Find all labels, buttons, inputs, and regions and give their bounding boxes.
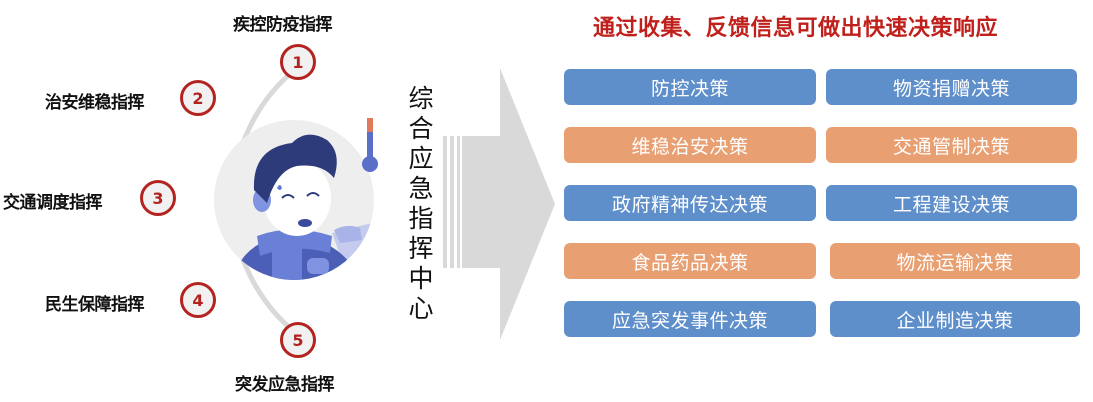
decision-title: 通过收集、反馈信息可做出快速决策响应 [593,16,999,41]
center-label-char: 指 [408,204,434,233]
command-label-1: 疾控防疫指挥 [233,15,333,35]
command-label-4: 民生保障指挥 [45,295,145,315]
decision-box-engineering-construction[interactable]: 工程建设决策 [826,185,1077,221]
decision-box-public-security[interactable]: 维稳治安决策 [564,127,816,163]
decision-box-epidemic-control[interactable]: 防控决策 [564,69,816,105]
command-number-4: 4 [180,282,216,318]
center-label-char: 中 [408,264,434,293]
command-number-2: 2 [180,80,216,116]
center-label-char: 综 [408,84,434,113]
center-label-char: 急 [408,174,434,203]
center-label-char: 合 [408,114,434,143]
command-number-5: 5 [280,322,316,358]
sick-person-illustration [212,118,377,283]
decision-box-government-directive[interactable]: 政府精神传达决策 [564,185,816,221]
command-number-3: 3 [140,180,176,216]
decision-box-enterprise-manufacturing[interactable]: 企业制造决策 [830,301,1080,337]
command-label-2: 治安维稳指挥 [45,93,145,113]
center-label-char: 心 [408,294,434,323]
center-label-char: 应 [408,144,434,173]
decision-box-food-drug[interactable]: 食品药品决策 [564,243,816,279]
command-center-label: 综 合 应 急 指 挥 中 心 [406,84,436,324]
decision-box-emergency-event[interactable]: 应急突发事件决策 [564,301,816,337]
right-arrow-icon [443,68,555,340]
thermometer-icon [361,118,379,174]
command-label-5: 突发应急指挥 [235,375,335,395]
decision-box-logistics[interactable]: 物流运输决策 [830,243,1080,279]
decision-box-material-donation[interactable]: 物资捐赠决策 [826,69,1077,105]
center-label-char: 挥 [408,234,434,263]
command-number-1: 1 [280,44,316,80]
command-label-3: 交通调度指挥 [3,193,103,213]
decision-box-traffic-control[interactable]: 交通管制决策 [826,127,1077,163]
